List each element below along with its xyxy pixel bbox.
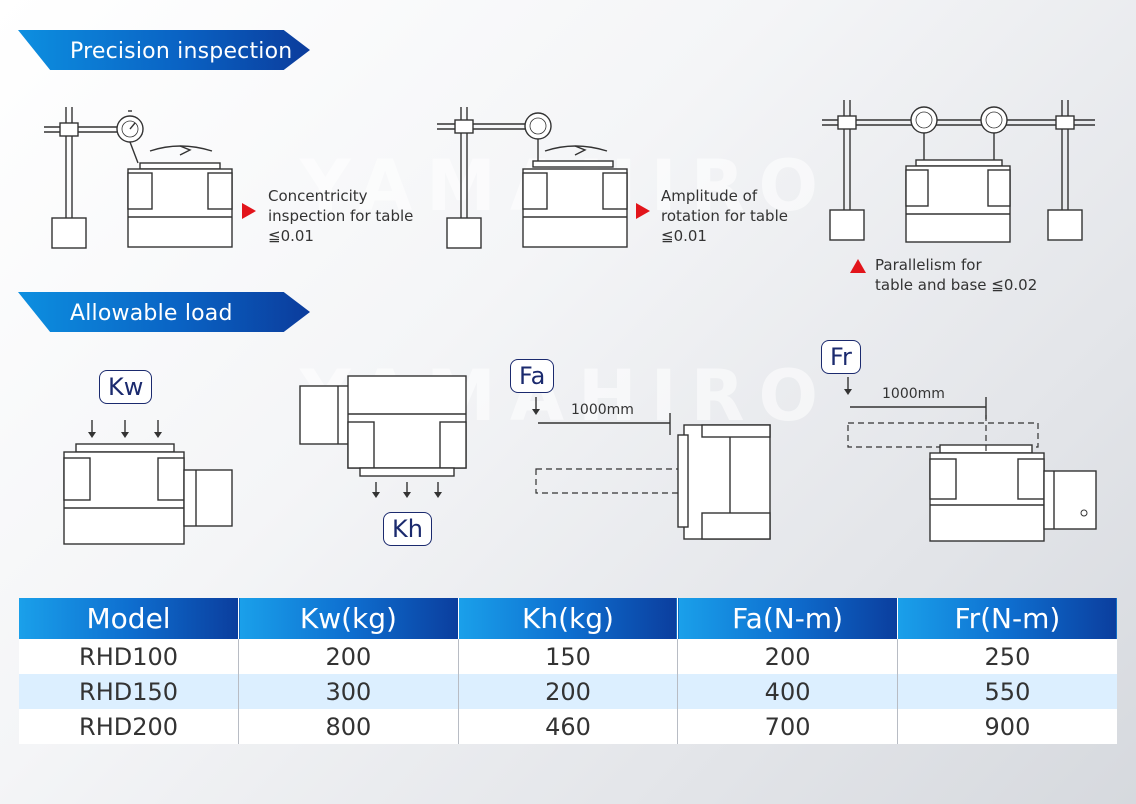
cell-kh: 150	[457, 639, 678, 674]
spec-table: Model Kw(kg) Kh(kg) Fa(N-m) Fr(N-m) RHD1…	[19, 598, 1117, 744]
table-row: RHD150 300 200 400 550	[19, 674, 1117, 709]
fr-diagram	[844, 377, 1097, 542]
kw-diagram	[63, 420, 233, 545]
allowable-load-header: Allowable load	[18, 292, 310, 332]
parallelism-diagram	[822, 100, 1095, 243]
header-model: Model	[19, 598, 239, 639]
cell-kh: 460	[457, 709, 678, 744]
allowable-load-title: Allowable load	[70, 301, 233, 326]
table-row: RHD200 800 460 700 900	[19, 709, 1117, 744]
fa-diagram	[532, 397, 771, 540]
fr-distance: 1000mm	[882, 386, 945, 402]
cell-kw: 300	[238, 674, 459, 709]
kh-diagram	[299, 375, 467, 498]
cell-model: RHD100	[19, 639, 239, 674]
header-kh: Kh(kg)	[457, 598, 678, 639]
fa-distance: 1000mm	[571, 402, 634, 418]
precision-inspection-header: Precision inspection	[18, 30, 310, 70]
cell-fa: 200	[677, 639, 898, 674]
cell-kw: 200	[238, 639, 459, 674]
parallelism-marker	[850, 259, 866, 273]
parallelism-caption: Parallelism for table and base ≦0.02	[875, 256, 1038, 294]
precision-inspection-title: Precision inspection	[70, 39, 293, 64]
amplitude-caption: Amplitude of rotation for table ≦0.01	[661, 187, 788, 245]
table-row: RHD100 200 150 200 250	[19, 639, 1117, 674]
cell-fr: 900	[896, 709, 1117, 744]
kw-label: Kw	[99, 370, 153, 404]
cell-model: RHD200	[19, 709, 239, 744]
fa-label: Fa	[510, 359, 555, 393]
cell-kh: 200	[457, 674, 678, 709]
cell-kw: 800	[238, 709, 459, 744]
cell-fr: 250	[896, 639, 1117, 674]
cell-fr: 550	[896, 674, 1117, 709]
kh-label: Kh	[383, 512, 432, 546]
concentricity-marker	[242, 203, 256, 219]
amplitude-diagram	[437, 107, 628, 249]
cell-fa: 400	[677, 674, 898, 709]
header-fr: Fr(N-m)	[896, 598, 1117, 639]
header-fa: Fa(N-m)	[677, 598, 898, 639]
concentricity-diagram	[44, 107, 233, 249]
cell-model: RHD150	[19, 674, 239, 709]
header-kw: Kw(kg)	[238, 598, 459, 639]
fr-label: Fr	[821, 340, 861, 374]
table-header-row: Model Kw(kg) Kh(kg) Fa(N-m) Fr(N-m)	[19, 598, 1117, 639]
cell-fa: 700	[677, 709, 898, 744]
amplitude-marker	[636, 203, 650, 219]
concentricity-caption: Concentricity inspection for table ≦0.01	[268, 187, 414, 245]
